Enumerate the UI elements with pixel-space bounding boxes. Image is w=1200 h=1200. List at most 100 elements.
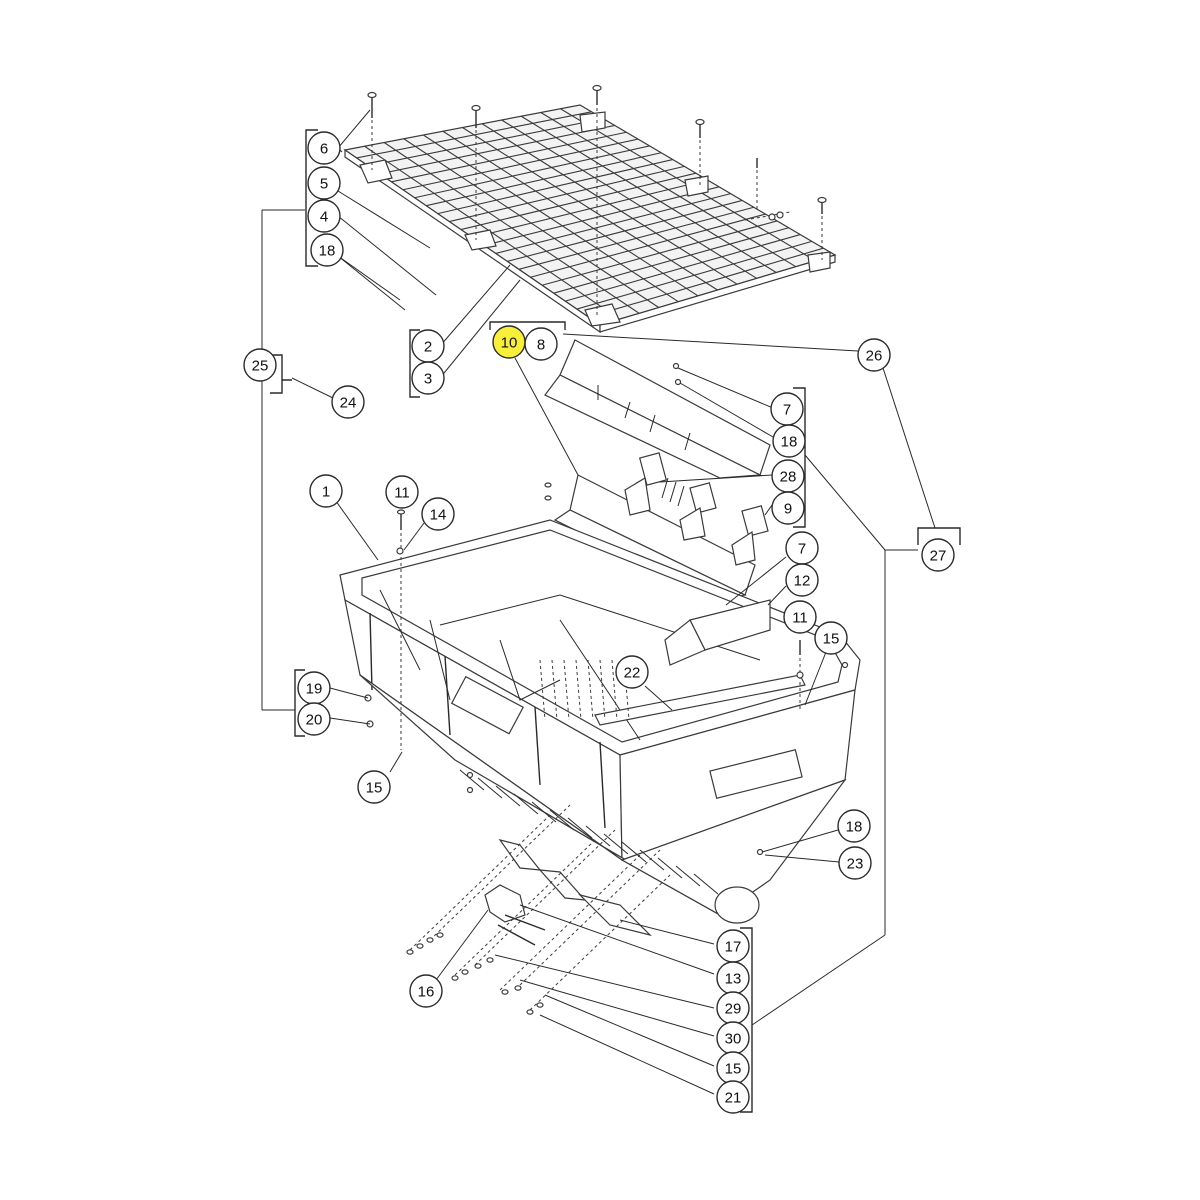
callout-number: 18 bbox=[846, 819, 863, 836]
callout-20: 20 bbox=[297, 702, 331, 736]
callout-number: 19 bbox=[306, 681, 323, 698]
callout-circle bbox=[837, 809, 871, 843]
callout-circle bbox=[771, 491, 805, 525]
callout-circle bbox=[716, 1080, 750, 1114]
callout-23: 23 bbox=[838, 846, 872, 880]
callout-7: 7 bbox=[770, 392, 804, 426]
callout-27: 27 bbox=[921, 538, 955, 572]
callout-circle bbox=[421, 497, 455, 531]
callout-8: 8 bbox=[524, 327, 558, 361]
callout-number: 1 bbox=[322, 484, 330, 501]
callout-10: 10 bbox=[492, 325, 526, 359]
callout-number: 11 bbox=[394, 485, 410, 502]
callout-6: 6 bbox=[307, 131, 341, 165]
callout-number: 11 bbox=[792, 610, 808, 627]
callout-circle bbox=[772, 424, 806, 458]
callout-circle bbox=[310, 233, 344, 267]
callout-19: 19 bbox=[297, 671, 331, 705]
callout-circle bbox=[307, 166, 341, 200]
callout-number: 14 bbox=[430, 507, 447, 524]
callout-number: 29 bbox=[725, 1001, 742, 1018]
callout-18: 18 bbox=[310, 233, 344, 267]
callout-12: 12 bbox=[785, 563, 819, 597]
callout-circle bbox=[524, 327, 558, 361]
callout-number: 7 bbox=[783, 402, 791, 419]
callout-number: 26 bbox=[866, 348, 883, 365]
callout-number: 20 bbox=[306, 712, 323, 729]
grate-bolts bbox=[367, 84, 827, 315]
inner-baffle bbox=[553, 474, 756, 601]
callout-number: 12 bbox=[794, 573, 811, 590]
callout-number: 10 bbox=[501, 335, 518, 352]
callout-circle bbox=[921, 538, 955, 572]
callout-circle bbox=[411, 361, 445, 395]
callout-number: 16 bbox=[418, 984, 435, 1001]
callout-circle bbox=[385, 475, 419, 509]
callout-15: 15 bbox=[357, 770, 391, 804]
callout-circle bbox=[814, 621, 848, 655]
callout-number: 18 bbox=[781, 434, 798, 451]
callout-circle bbox=[785, 563, 819, 597]
callout-circle bbox=[243, 348, 277, 382]
callout-circle bbox=[307, 199, 341, 233]
callout-16: 16 bbox=[409, 974, 443, 1008]
callout-2: 2 bbox=[411, 329, 445, 363]
callout-28: 28 bbox=[771, 459, 805, 493]
side-bracket bbox=[664, 599, 771, 666]
cross-brace bbox=[594, 674, 806, 726]
callout-29: 29 bbox=[716, 991, 750, 1025]
callout-number: 30 bbox=[725, 1031, 742, 1048]
callout-circle bbox=[615, 655, 649, 689]
callout-circle bbox=[409, 974, 443, 1008]
callout-11: 11 bbox=[385, 475, 419, 509]
callout-17: 17 bbox=[716, 929, 750, 963]
callout-number: 27 bbox=[930, 548, 947, 565]
callout-number: 6 bbox=[320, 141, 328, 158]
callout-number: 4 bbox=[320, 209, 328, 226]
callout-number: 15 bbox=[366, 780, 383, 797]
callout-number: 15 bbox=[823, 631, 840, 648]
callout-4: 4 bbox=[307, 199, 341, 233]
callout-circle bbox=[331, 385, 365, 419]
callout-circle bbox=[783, 600, 817, 634]
callout-number: 25 bbox=[252, 358, 269, 375]
callout-circle bbox=[838, 846, 872, 880]
callout-number: 13 bbox=[725, 971, 742, 988]
callout-number: 24 bbox=[340, 395, 357, 412]
callout-22: 22 bbox=[615, 655, 649, 689]
callout-11: 11 bbox=[783, 600, 817, 634]
callout-number: 2 bbox=[424, 339, 432, 356]
callout-9: 9 bbox=[771, 491, 805, 525]
callout-number: 23 bbox=[847, 856, 864, 873]
leader-lines bbox=[261, 109, 936, 1095]
callout-18: 18 bbox=[837, 809, 871, 843]
callout-1: 1 bbox=[309, 474, 343, 508]
callout-number: 9 bbox=[784, 501, 792, 518]
callout-7: 7 bbox=[785, 531, 819, 565]
callout-number: 7 bbox=[798, 541, 806, 558]
callout-21: 21 bbox=[716, 1080, 750, 1114]
callout-5: 5 bbox=[307, 166, 341, 200]
callout-number: 3 bbox=[424, 371, 432, 388]
callout-circle bbox=[857, 338, 891, 372]
callout-26: 26 bbox=[857, 338, 891, 372]
callout-number: 15 bbox=[725, 1061, 742, 1078]
callout-number: 22 bbox=[624, 665, 641, 682]
callout-25: 25 bbox=[243, 348, 277, 382]
hopper-fasteners bbox=[364, 482, 849, 856]
callout-circle bbox=[297, 702, 331, 736]
group-brackets bbox=[270, 129, 961, 1113]
callout-15: 15 bbox=[716, 1051, 750, 1085]
callout-circle bbox=[309, 474, 343, 508]
top-grate bbox=[343, 104, 837, 334]
callout-number: 5 bbox=[320, 176, 328, 193]
callout-15: 15 bbox=[814, 621, 848, 655]
callout-14: 14 bbox=[421, 497, 455, 531]
callout-circle bbox=[357, 770, 391, 804]
callout-number: 17 bbox=[725, 939, 742, 956]
callout-24: 24 bbox=[331, 385, 365, 419]
callout-3: 3 bbox=[411, 361, 445, 395]
callout-circle bbox=[307, 131, 341, 165]
